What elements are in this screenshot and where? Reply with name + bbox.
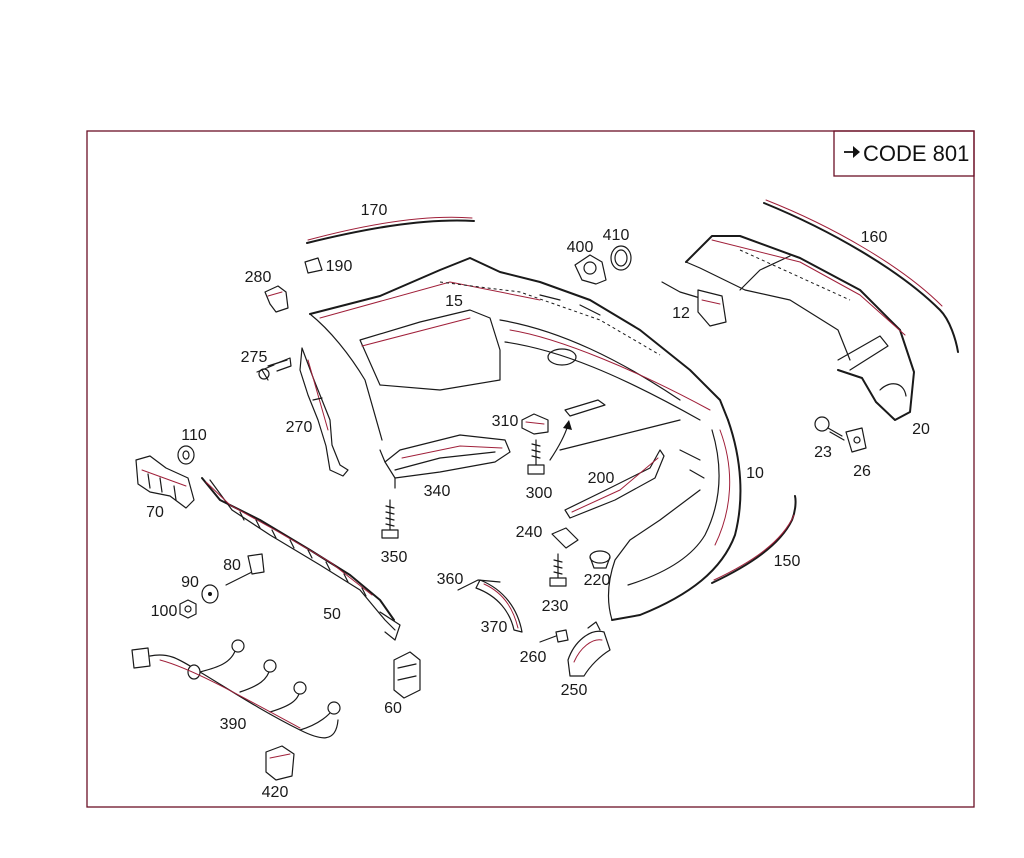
callout-23: 23	[814, 444, 832, 461]
callout-410: 410	[603, 227, 630, 244]
callout-270: 270	[286, 419, 313, 436]
callout-160: 160	[861, 229, 888, 246]
part-110-nut	[177, 445, 195, 465]
callout-390: 390	[220, 716, 247, 733]
part-230-screw	[549, 553, 567, 587]
part-410-ring	[610, 245, 632, 271]
part-80-pin	[225, 553, 265, 586]
callout-20: 20	[912, 421, 930, 438]
part-420-clip	[265, 745, 295, 781]
callout-170: 170	[361, 202, 388, 219]
part-310-clip	[521, 413, 549, 435]
part-90-washer	[201, 584, 219, 604]
callout-70: 70	[146, 504, 164, 521]
part-160-strip	[763, 199, 959, 353]
callout-90: 90	[181, 574, 199, 591]
part-390-harness	[131, 639, 341, 739]
direction-arrow	[549, 424, 569, 461]
part-12-bracket	[661, 281, 727, 327]
callout-190: 190	[326, 258, 353, 275]
code-label: CODE 801	[863, 141, 969, 166]
callout-10: 10	[746, 465, 764, 482]
diagram-frame	[86, 130, 975, 808]
callout-280: 280	[245, 269, 272, 286]
part-190-pad	[304, 257, 323, 274]
part-20-diffuser	[685, 235, 915, 421]
arrow-head-icon	[853, 146, 860, 158]
callout-110: 110	[181, 427, 207, 444]
callout-310: 310	[492, 413, 519, 430]
callout-350: 350	[381, 549, 408, 566]
part-10-bumper-cover	[559, 419, 742, 621]
part-300-screw	[527, 439, 545, 475]
part-150-strip	[711, 495, 797, 584]
callout-80: 80	[223, 557, 241, 574]
callout-360: 360	[437, 571, 464, 588]
part-340-insert	[379, 434, 511, 489]
callout-400: 400	[567, 239, 594, 256]
callout-12: 12	[672, 305, 690, 322]
part-100-nut	[179, 599, 197, 619]
callout-260: 260	[520, 649, 547, 666]
callout-60: 60	[384, 700, 402, 717]
part-26-clip	[845, 427, 867, 453]
arrow-head-icon	[563, 420, 572, 430]
part-15-bumper-shell	[309, 257, 729, 441]
callout-240: 240	[516, 524, 543, 541]
part-250-cover	[567, 621, 611, 677]
part-240-clip	[551, 527, 579, 549]
part-260-pin	[539, 629, 569, 643]
callout-150: 150	[774, 553, 801, 570]
part-360-strip	[457, 579, 501, 591]
callout-340: 340	[424, 483, 451, 500]
callout-100: 100	[151, 603, 178, 620]
callout-15: 15	[445, 293, 463, 310]
part-280-clip	[264, 285, 289, 313]
part-310-strip	[564, 399, 606, 417]
callout-200: 200	[588, 470, 615, 487]
callout-300: 300	[526, 485, 553, 502]
code-box: CODE 801	[833, 130, 975, 177]
part-350-screw	[381, 499, 399, 539]
part-400-sensor	[574, 254, 607, 285]
part-170-strip	[306, 216, 475, 244]
part-370-trim	[475, 579, 523, 633]
part-50-carrier	[201, 477, 401, 641]
callout-275: 275	[241, 349, 268, 366]
part-70-bracket	[135, 455, 195, 509]
callout-26: 26	[853, 463, 871, 480]
part-220-cap	[589, 550, 611, 569]
callout-230: 230	[542, 598, 569, 615]
part-60-bracket	[393, 651, 421, 699]
part-275-rivet	[256, 357, 292, 381]
part-270-bracket	[299, 347, 349, 477]
callout-420: 420	[262, 784, 289, 801]
part-23-bolt	[814, 416, 845, 441]
callout-50: 50	[323, 606, 341, 623]
callout-250: 250	[561, 682, 588, 699]
callout-220: 220	[584, 572, 611, 589]
part-200-trim-strip	[564, 449, 665, 519]
callout-370: 370	[481, 619, 508, 636]
